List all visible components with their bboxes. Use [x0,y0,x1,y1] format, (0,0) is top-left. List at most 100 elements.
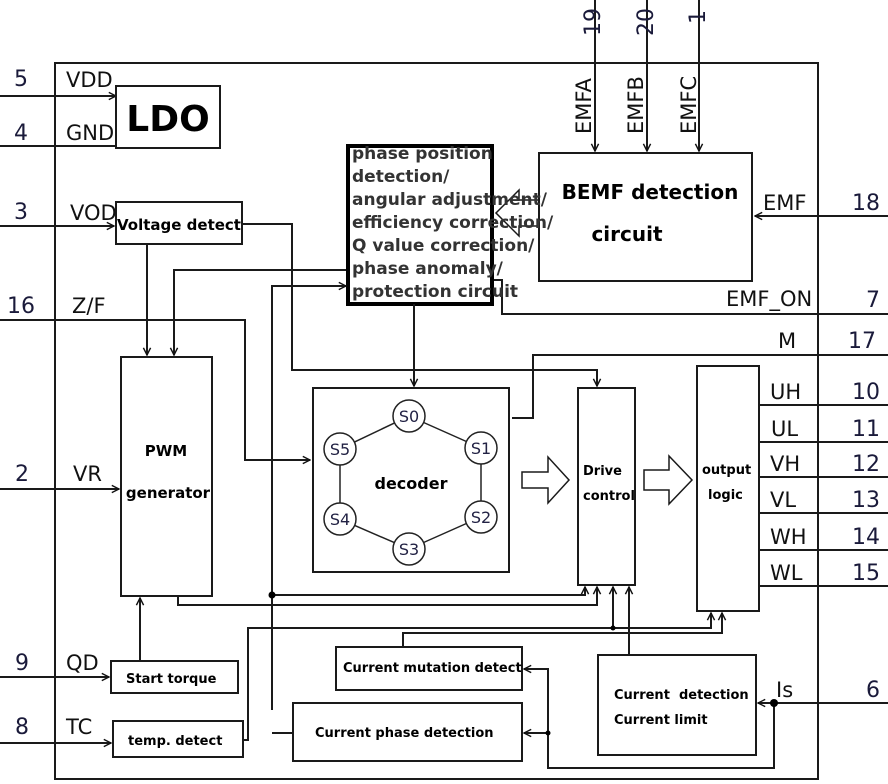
pin-signal: Is [776,678,793,702]
phase-line: efficiency correction/ [352,213,554,233]
pin-number: 16 [7,294,35,319]
current-limit-label: Current limit [614,713,708,728]
output-label: logic [708,488,743,503]
pin-number: 6 [866,678,880,703]
state-node [464,431,498,465]
pin-number: 5 [14,67,28,92]
phase-protection-text: phase position detection/ angular adjust… [352,144,554,302]
wire-feedback-phase [271,286,346,710]
voltage-detect-block [115,201,243,245]
phase-line: Q value correction/ [352,236,535,256]
start-torque-block [110,660,239,694]
wire-temp-bus [243,613,711,741]
pin-number: 15 [852,561,880,586]
ldo-label: LDO [126,99,209,140]
state-transition [423,421,467,443]
pin-signal: WL [770,561,803,585]
pin-number: 17 [848,329,876,354]
current-mutation-label: Current mutation detect [343,661,522,676]
drive-control-block [577,387,636,586]
state-node [323,502,357,536]
pin-number: 20 [634,8,659,36]
pin-number: 10 [852,380,880,405]
state-node [392,532,426,566]
phase-line: phase anomaly/ [352,259,504,279]
pin-signal: UH [770,380,801,404]
phase-line: protection circuit [352,282,518,302]
pin-number: 12 [852,452,880,477]
wire-mutation-out [402,613,722,647]
phase-line: detection/ [352,167,450,187]
current-detection-block [597,654,757,756]
start-torque-label: Start torque [126,672,217,687]
state-node [392,399,426,433]
pin-signal: VR [73,462,102,486]
pin-signal: M [778,329,796,353]
junction-dot [268,591,276,599]
pin-signal: GND [66,121,114,145]
bemf-label: circuit [591,222,663,246]
state-transition [354,524,395,544]
state-label: S1 [471,439,491,458]
voltage-detect-label: Voltage detect [117,216,241,234]
wire-m [512,354,888,419]
bemf-label: BEMF detection [562,180,739,204]
current-phase-label: Current phase detection [315,726,494,741]
junction-dot [610,625,616,631]
bemf-to-phase-arrow [494,188,538,238]
state-transition [354,422,395,443]
pin-signal: VOD [70,201,117,225]
pin-signal: VL [770,488,796,512]
current-mutation-block [335,646,523,691]
wire-is-mut [524,669,549,733]
phase-line: phase position [352,144,493,164]
pin-signal: TC [65,715,92,739]
temp-detect-block [112,720,244,758]
pin-signal: UL [771,417,798,441]
junction-dot [770,699,778,707]
drive-to-output-arrow [643,454,694,506]
pin-number: 8 [15,715,29,740]
pin-number: 1 [686,10,711,24]
pin-signal: EMFB [624,76,648,134]
pin-number: 19 [581,8,606,36]
state-label: S5 [330,440,350,459]
output-label: output [702,463,751,478]
pin-signal: EMFA [572,77,596,134]
pin-signal: WH [770,525,807,549]
bemf-block [538,152,753,282]
pwm-label: generator [126,484,211,502]
output-logic-block [696,365,760,612]
wire-phase-pwm [174,269,346,355]
wire-emf-on [493,279,888,315]
phase-line: angular adjustment/ [352,190,548,210]
current-detection-label: Current detection [614,688,749,703]
pin-signal: EMF [763,191,806,215]
pwm-label: PWM [145,442,187,460]
wire-zf [0,319,310,460]
state-transition [423,522,467,544]
junction-dot [545,730,551,736]
pin-number: 14 [852,525,880,550]
pin-signal: EMFC [677,76,701,134]
pin-number: 2 [15,462,29,487]
pin-signal: VH [770,452,800,476]
temp-detect-label: temp. detect [128,734,222,749]
state-label: S2 [471,508,491,527]
pin-signal: EMF_ON [726,287,812,312]
pin-signal: QD [66,651,99,675]
pin-number: 7 [866,288,880,313]
pin-signal: VDD [66,68,113,92]
state-label: S4 [330,510,350,529]
decoder-to-drive-arrow [521,455,571,505]
pin-number: 18 [852,191,880,216]
wire-is-loop [524,703,775,769]
wire-bus-drive1 [272,587,585,596]
pwm-generator-block [120,356,213,597]
decoder-label: decoder [375,474,448,493]
wire-pwm-drive [177,587,597,606]
ldo-block [115,85,221,149]
state-label: S3 [399,540,419,559]
wire-vd-drive [242,223,597,386]
